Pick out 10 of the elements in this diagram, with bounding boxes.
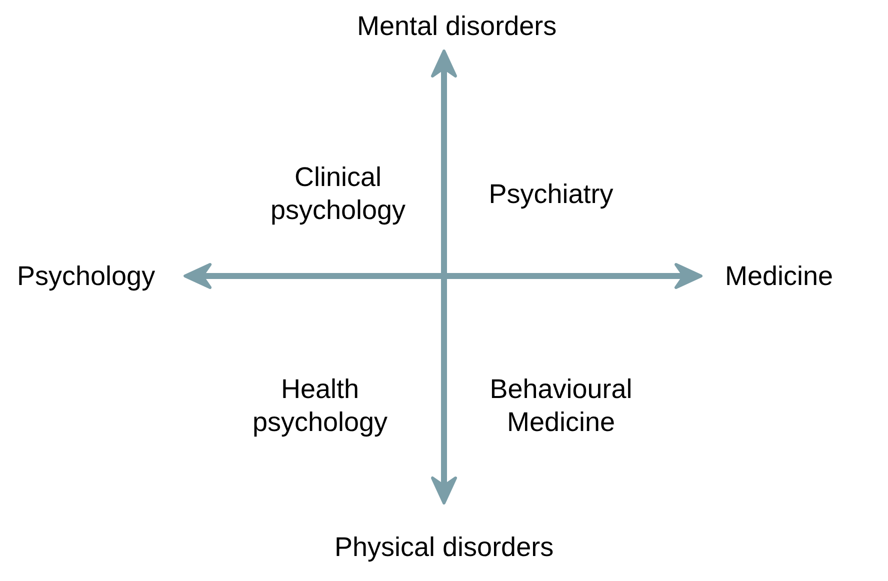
- double-headed-arrow: [184, 263, 702, 289]
- quadrant-label: Health psychology: [251, 373, 389, 439]
- axis-label: Psychology: [17, 260, 156, 292]
- quadrant-label: Behavioural Medicine: [488, 373, 634, 439]
- quadrant-label: Clinical psychology: [269, 161, 407, 227]
- axis-label: Physical disorders: [334, 531, 554, 564]
- axis-label: Mental disorders: [357, 10, 557, 43]
- axis-label: Medicine: [725, 260, 834, 292]
- quadrant-label: Psychiatry: [488, 178, 614, 211]
- double-headed-arrow: [431, 50, 457, 504]
